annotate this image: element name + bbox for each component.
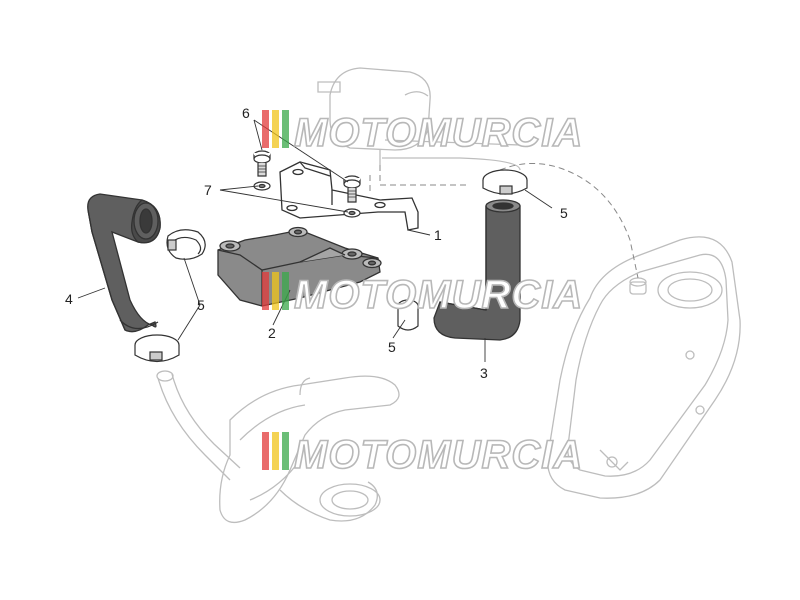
watermark-top: MOTOMURCIA [262,110,583,156]
watermark-stripe-yellow [272,272,279,310]
callout-labels: 6 7 1 5 4 5 2 5 3 [65,105,568,381]
part-5-clamp-upper-right [482,169,528,195]
watermark-stripe-red [262,432,269,470]
callout-6: 6 [242,105,250,121]
callout-2: 2 [268,325,276,341]
watermark-text: MOTOMURCIA [294,273,583,317]
dashed-routing-lines [369,163,639,279]
callout-7: 7 [204,182,212,198]
part-5-clamp-lower-left [134,334,180,363]
part-7-washer-right [343,208,361,218]
watermark-stripe-red [262,272,269,310]
part-7-washer-left [253,181,271,191]
ghost-hose-lower-left [156,370,241,481]
watermark-text: MOTOMURCIA [294,433,583,477]
ghost-intake-manifold [219,375,400,524]
watermark-text: MOTOMURCIA [294,111,583,155]
callout-5-left: 5 [197,297,205,313]
part-4-elbow-hose [87,193,161,333]
watermark-stripe-green [282,110,289,148]
part-6-screw-left [253,150,271,177]
watermark-stripe-red [262,110,269,148]
watermark-middle: MOTOMURCIA [262,272,583,318]
watermark-stripe-green [282,432,289,470]
callout-3: 3 [480,365,488,381]
part-5-clamp-center [397,299,419,331]
watermark-bottom: MOTOMURCIA [262,432,583,478]
ghost-airbox-upper [317,67,521,171]
watermark-stripe-yellow [272,110,279,148]
callout-1: 1 [434,227,442,243]
callout-5-center: 5 [388,339,396,355]
callout-4: 4 [65,291,73,307]
part-5-clamp-upper-left [166,229,206,260]
ghost-airbox-lower [546,236,741,499]
watermark-stripe-green [282,272,289,310]
watermark-stripe-yellow [272,432,279,470]
part-3-j-hose [433,199,521,341]
part-2-valve-body [217,226,382,307]
callout-5-upper-right: 5 [560,205,568,221]
